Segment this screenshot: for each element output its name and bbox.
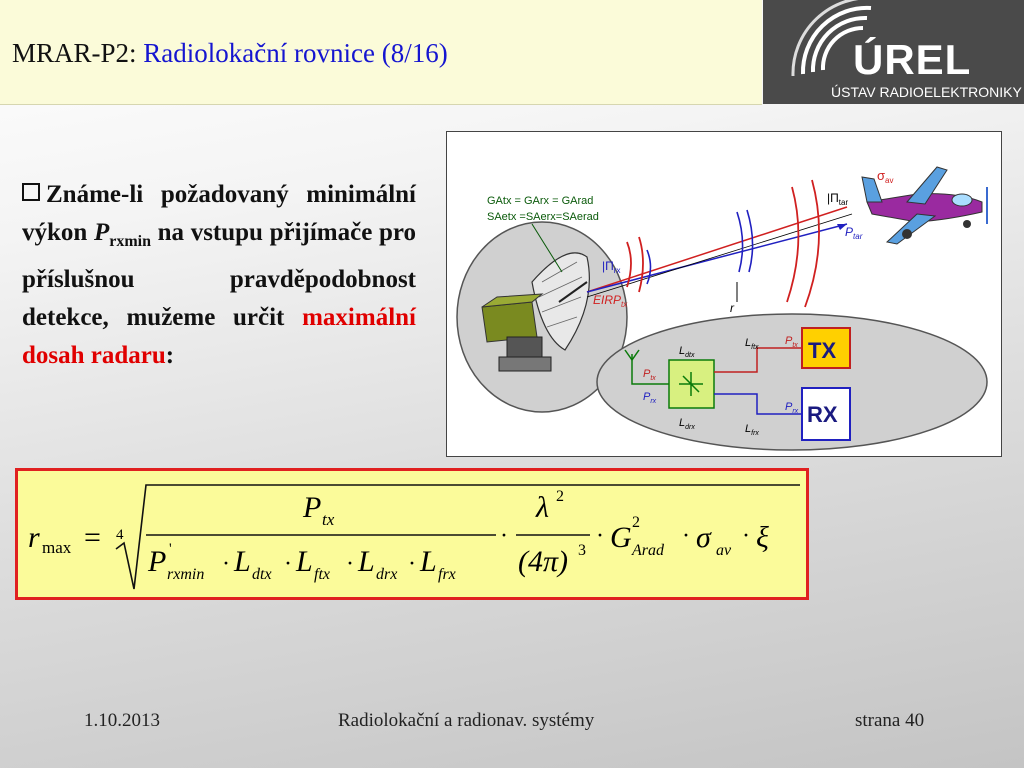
radar-diagram: GAtx = GArx = GArad SAetx =SAerx=SAerad …	[446, 131, 1002, 457]
sigma-av: σ	[696, 521, 712, 554]
p-rx-label-1: Prx	[643, 391, 657, 405]
urel-logo: ÚREL ÚSTAV RADIOELEKTRONIKY	[763, 0, 1024, 104]
slide-header: MRAR-P2: Radiolokační rovnice (8/16)	[0, 0, 762, 105]
formula-r-sub: max	[42, 538, 72, 557]
bullet-var: P	[93, 219, 110, 246]
bullet-text-mid: na vstupu přijímače pro příslušnou pravd…	[22, 219, 417, 331]
bullet-text-end: :	[165, 342, 175, 369]
g-sq: 2	[632, 514, 640, 531]
red-beam	[586, 206, 848, 293]
l1: L	[233, 545, 251, 578]
root-index: 4	[116, 527, 124, 543]
tx-box	[801, 327, 851, 369]
lambda: λ	[535, 491, 549, 524]
title-prefix: MRAR-P2:	[12, 38, 137, 68]
num-p-sub: tx	[322, 510, 335, 529]
formula-eq: =	[84, 521, 101, 554]
logo-institute: ÚSTAV RADIOELEKTRONIKY	[831, 84, 1022, 100]
bullet-var-sub: rxmin	[109, 233, 152, 250]
l-dtx-label: Ldtx	[679, 345, 695, 359]
dot-2: ·	[284, 551, 292, 577]
p-tar-label: Ptar	[845, 225, 863, 241]
pi-tar-label: |Πtar	[827, 191, 848, 207]
xi: ξ	[756, 521, 769, 554]
dot-7: ·	[682, 523, 690, 549]
den-p-prime: '	[169, 541, 172, 557]
dot-6: ·	[596, 523, 604, 549]
sigma-label: σav	[877, 168, 893, 185]
l-drx-label: Ldrx	[679, 417, 695, 431]
footer-course: Radiolokační a radionav. systémy	[338, 710, 595, 731]
bullet-highlight: maximální dosah radaru	[22, 304, 416, 369]
airplane-icon	[861, 166, 988, 245]
rx-box	[801, 387, 851, 441]
g-arad: G	[610, 521, 632, 554]
four-pi-cubed: 3	[578, 542, 586, 559]
dot-8: ·	[742, 523, 750, 549]
checkbox-bullet-icon	[22, 183, 40, 201]
l2: L	[295, 545, 313, 578]
pi-rx-label: |Πrx	[602, 259, 620, 275]
footer-page-number: strana 40	[855, 710, 925, 731]
p-tx-label-2: Ptx	[643, 368, 656, 382]
l1-sub: dtx	[252, 566, 272, 583]
bullet-paragraph: Známe-li požadovaný minimální výkon Prxm…	[22, 176, 416, 375]
l4-sub: frx	[438, 566, 456, 583]
l3: L	[357, 545, 375, 578]
footer-date: 1.10.2013	[84, 710, 160, 731]
p-tx-label-1: Ptx	[785, 335, 798, 349]
l-ftx-label: Lftx	[745, 337, 759, 351]
tx-label: TX	[808, 338, 836, 363]
dot-5: ·	[500, 523, 508, 549]
lambda-sq: 2	[556, 488, 564, 505]
formula-r: r	[28, 521, 40, 554]
radar-dish-icon	[481, 252, 590, 372]
rx-label: RX	[807, 402, 838, 427]
den-p: P	[147, 545, 166, 578]
logo-text: ÚREL	[853, 36, 972, 83]
num-p: P	[302, 491, 321, 524]
dot-1: ·	[222, 551, 230, 577]
range-label: r	[730, 301, 735, 315]
l3-sub: drx	[376, 566, 397, 583]
l2-sub: ftx	[314, 566, 330, 583]
gain-label-1: GAtx = GArx = GArad	[487, 195, 593, 207]
eirp-label: EIRPtx	[593, 293, 628, 309]
g-arad-sub: Arad	[631, 542, 665, 559]
formula-box: r max = 4 P tx P ' rxmin · L dtx · L ftx…	[15, 468, 809, 600]
slide-title: MRAR-P2: Radiolokační rovnice (8/16)	[12, 38, 448, 69]
l4: L	[419, 545, 437, 578]
blocks-ellipse	[596, 313, 988, 451]
title-text: Radiolokační rovnice (8/16)	[143, 38, 448, 68]
four-pi: (4π)	[518, 545, 568, 578]
sigma-av-sub: av	[716, 542, 732, 559]
gain-label-2: SAetx =SAerx=SAerad	[487, 211, 599, 223]
p-rx-label-2: Prx	[785, 401, 799, 415]
blue-beam	[586, 223, 848, 293]
radical-sign-icon	[115, 484, 800, 590]
l-frx-label: Lfrx	[745, 423, 759, 437]
antenna-symbol-icon	[624, 349, 640, 362]
bullet-text-before: Známe-li požadovaný minimální výkon	[22, 181, 416, 246]
dot-3: ·	[346, 551, 354, 577]
den-p-sub: rxmin	[167, 566, 204, 583]
logo-arcs-icon	[791, 0, 872, 77]
dot-4: ·	[408, 551, 416, 577]
